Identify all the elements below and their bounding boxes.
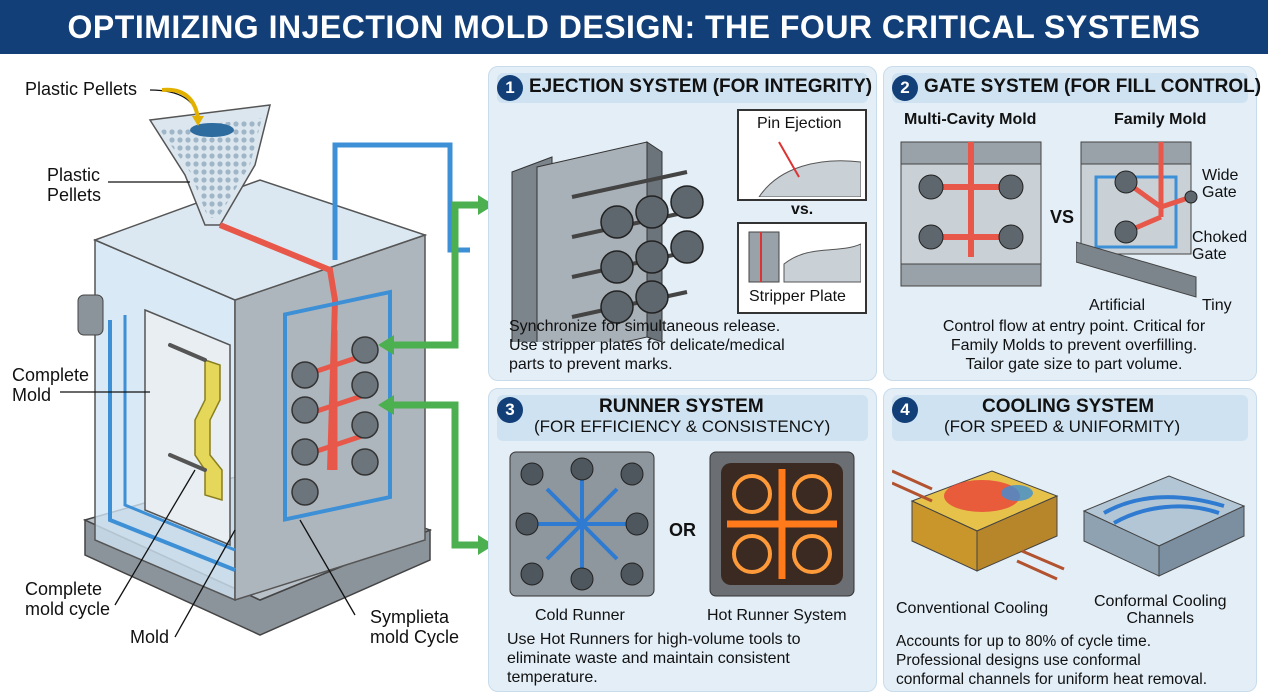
gate-description: Control flow at entry point. Critical fo… bbox=[942, 318, 1206, 373]
inset-pin-ejection-label: Pin Ejection bbox=[757, 115, 842, 132]
cold-runner-label: Cold Runner bbox=[535, 607, 625, 624]
panel-header bbox=[497, 73, 868, 103]
conventional-cooling-illustration bbox=[892, 469, 1065, 581]
cooling-description: Accounts for up to 80% of cycle time. Pr… bbox=[896, 633, 1208, 688]
conformal-cooling-illustration bbox=[1082, 475, 1246, 577]
panel-header bbox=[497, 395, 868, 441]
inset-stripper-plate: Stripper Plate bbox=[737, 222, 867, 314]
inset-pin-ejection: Pin Ejection bbox=[737, 109, 867, 201]
conformal-cooling-label: Conformal Cooling Channels bbox=[1094, 593, 1227, 627]
panel-number-badge: 1 bbox=[497, 75, 523, 101]
panel-subtitle: (FOR EFFICIENCY & CONSISTENCY) bbox=[534, 417, 831, 436]
multi-cavity-label: Multi-Cavity Mold bbox=[904, 111, 1037, 128]
panel-number-badge: 4 bbox=[892, 397, 918, 423]
ejection-vs-label: vs. bbox=[791, 201, 814, 218]
tiny-label: Tiny bbox=[1202, 297, 1232, 314]
panel-header bbox=[892, 395, 1248, 441]
family-mold-label: Family Mold bbox=[1114, 111, 1207, 128]
inset-stripper-plate-label: Stripper Plate bbox=[749, 288, 846, 305]
hot-runner-illustration bbox=[709, 451, 855, 597]
ejection-description: Synchronize for simultaneous release. Us… bbox=[509, 318, 785, 373]
panel-title: COOLING SYSTEM bbox=[982, 396, 1155, 417]
choked-gate-label: Choked Gate bbox=[1192, 229, 1248, 263]
artificial-label: Artificial bbox=[1089, 297, 1146, 314]
panel-title: RUNNER SYSTEM bbox=[599, 396, 764, 417]
panel-subtitle: (FOR SPEED & UNIFORMITY) bbox=[944, 417, 1181, 436]
family-mold-illustration bbox=[1076, 141, 1198, 298]
panel-title: EJECTION SYSTEM (FOR INTEGRITY) bbox=[529, 76, 873, 97]
callout-symplieta-mold-cycle: Symplieta mold Cycle bbox=[370, 607, 460, 647]
panel-gate-system: 2 GATE SYSTEM (FOR FILL CONTROL) Multi-C… bbox=[883, 66, 1261, 381]
title-bar: OPTIMIZING INJECTION MOLD DESIGN: THE FO… bbox=[0, 0, 1268, 54]
callout-complete-mold: Complete Mold bbox=[12, 365, 90, 405]
panel-title: GATE SYSTEM (FOR FILL CONTROL) bbox=[924, 76, 1262, 97]
gate-vs-label: VS bbox=[1050, 207, 1075, 227]
stripper-plate-detail bbox=[748, 231, 861, 283]
page-title: OPTIMIZING INJECTION MOLD DESIGN: THE FO… bbox=[67, 8, 1201, 45]
callout-plastic-pellets-top: Plastic Pellets bbox=[25, 79, 138, 99]
panel-runner-system: 3 RUNNER SYSTEM (FOR EFFICIENCY & CONSIS… bbox=[488, 388, 877, 692]
callout-complete-mold-cycle: Complete mold cycle bbox=[25, 579, 111, 619]
pin-ejection-detail bbox=[758, 141, 861, 197]
panel-number-badge: 3 bbox=[497, 397, 523, 423]
panel-ejection-system: 1 EJECTION SYSTEM (FOR INTEGRITY) Pin Ej… bbox=[488, 66, 877, 381]
hot-runner-label: Hot Runner System bbox=[707, 607, 847, 624]
wide-gate-label: Wide Gate bbox=[1202, 167, 1239, 201]
panel-number-badge: 2 bbox=[892, 75, 918, 101]
injection-mold-illustration bbox=[60, 87, 490, 638]
panel-header bbox=[892, 73, 1248, 103]
conventional-cooling-label: Conventional Cooling bbox=[896, 600, 1049, 617]
runner-or-label: OR bbox=[669, 520, 696, 540]
panel-cooling-system: 4 COOLING SYSTEM (FOR SPEED & UNIFORMITY… bbox=[883, 388, 1257, 692]
callout-plastic-pellets: Plastic Pellets bbox=[47, 165, 102, 205]
cold-runner-illustration bbox=[509, 451, 655, 597]
multi-cavity-mold-illustration bbox=[900, 141, 1042, 287]
ejection-plate-illustration bbox=[511, 141, 704, 342]
callout-mold: Mold bbox=[130, 627, 170, 647]
runner-description: Use Hot Runners for high-volume tools to… bbox=[507, 631, 801, 686]
